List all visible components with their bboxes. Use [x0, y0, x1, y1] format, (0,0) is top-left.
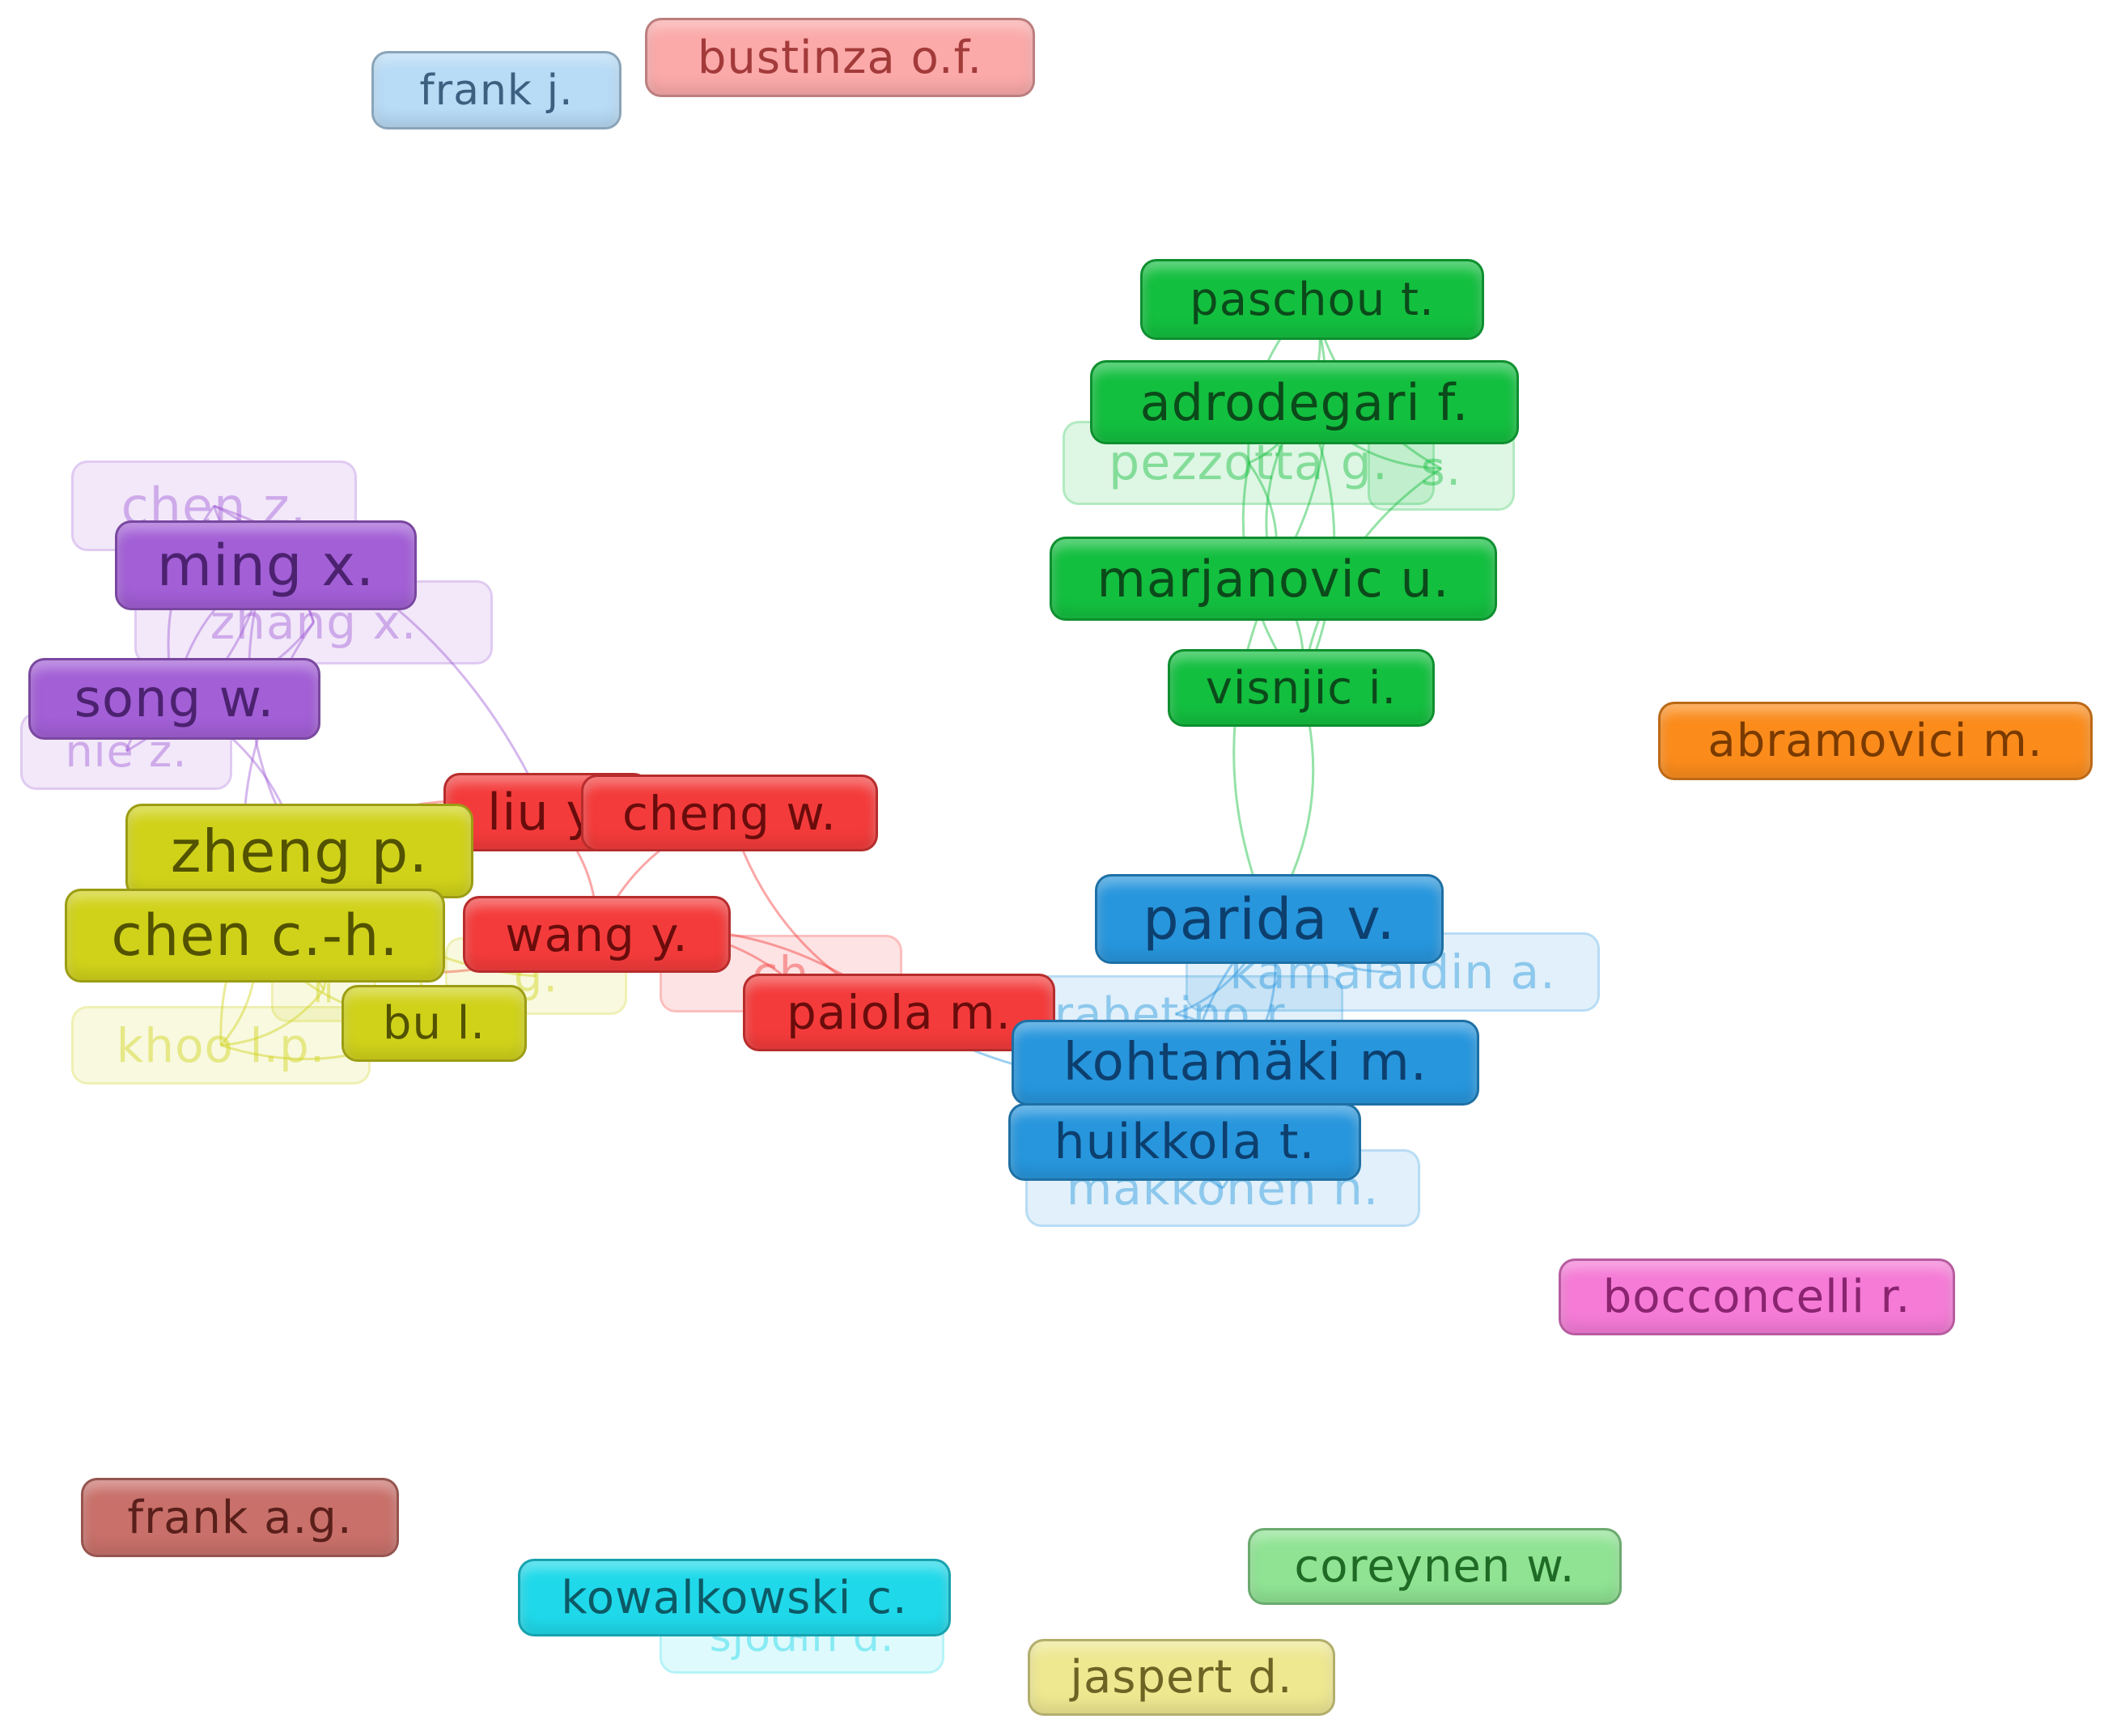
author-node-adrodegari[interactable]: adrodegari f.: [1090, 360, 1519, 444]
author-node-cheng[interactable]: cheng w.: [581, 775, 878, 851]
author-label: s.: [1420, 441, 1462, 496]
author-label: bustinza o.f.: [697, 31, 983, 84]
author-label: cheng w.: [622, 785, 837, 841]
author-node-khoo[interactable]: khoo l.p.: [71, 1006, 371, 1084]
author-node-bu[interactable]: bu l.: [341, 985, 527, 1062]
author-node-bocconcelli[interactable]: bocconcelli r.: [1559, 1258, 1955, 1335]
author-label: coreynen w.: [1294, 1540, 1576, 1593]
author-label: bu l.: [382, 997, 486, 1050]
author-label: adrodegari f.: [1139, 372, 1470, 432]
author-label: frank a.g.: [127, 1491, 353, 1544]
author-label: frank j.: [419, 66, 574, 115]
author-label: jaspert d.: [1070, 1651, 1293, 1704]
author-label: chen c.-h.: [111, 902, 399, 969]
author-label: marjanovic u.: [1097, 549, 1450, 609]
author-node-jaspert[interactable]: jaspert d.: [1028, 1639, 1335, 1716]
author-node-abramovici[interactable]: abramovici m.: [1658, 702, 2093, 780]
author-node-marjanovic[interactable]: marjanovic u.: [1050, 537, 1497, 621]
author-node-parida[interactable]: parida v.: [1095, 874, 1444, 964]
author-node-kowalkowski[interactable]: kowalkowski c.: [518, 1559, 951, 1636]
author-node-bustinza[interactable]: bustinza o.f.: [645, 18, 1035, 97]
author-label: visnjic i.: [1205, 661, 1398, 715]
author-label: kohtamäki m.: [1063, 1033, 1428, 1093]
author-node-paschou[interactable]: paschou t.: [1140, 259, 1484, 340]
author-node-coreynen[interactable]: coreynen w.: [1248, 1528, 1622, 1605]
author-label: bocconcelli r.: [1602, 1271, 1911, 1323]
author-label: paiola m.: [787, 985, 1012, 1040]
author-label: song w.: [74, 669, 275, 729]
author-node-chen-ch[interactable]: chen c.-h.: [65, 889, 445, 983]
co-authorship-link: [220, 989, 325, 1046]
author-label: wang y.: [505, 906, 689, 962]
co-authorship-link: [1232, 578, 1275, 920]
author-node-paiola[interactable]: paiola m.: [743, 974, 1055, 1051]
author-label: huikkola t.: [1054, 1114, 1316, 1170]
author-node-ming[interactable]: ming x.: [115, 520, 417, 610]
author-node-rabetino[interactable]: rabetino r.: [1007, 975, 1343, 1053]
author-label: paschou t.: [1190, 273, 1435, 326]
author-label: ming x.: [156, 532, 375, 599]
author-node-zheng[interactable]: zheng p.: [125, 804, 473, 898]
author-node-visnjic[interactable]: visnjic i.: [1168, 649, 1435, 727]
author-label: zheng p.: [170, 817, 429, 885]
author-node-huikkola[interactable]: huikkola t.: [1008, 1103, 1361, 1181]
author-node-wang-y[interactable]: wang y.: [463, 896, 731, 973]
author-node-frank-ag[interactable]: frank a.g.: [81, 1478, 399, 1557]
author-node-song[interactable]: song w.: [28, 658, 320, 740]
author-label: parida v.: [1143, 885, 1396, 953]
author-label: khoo l.p.: [116, 1017, 326, 1073]
author-node-frank-j[interactable]: frank j.: [371, 51, 621, 129]
author-node-kohtamaki[interactable]: kohtamäki m.: [1012, 1020, 1479, 1106]
author-label: abramovici m.: [1707, 715, 2043, 767]
author-label: kowalkowski c.: [561, 1571, 908, 1624]
